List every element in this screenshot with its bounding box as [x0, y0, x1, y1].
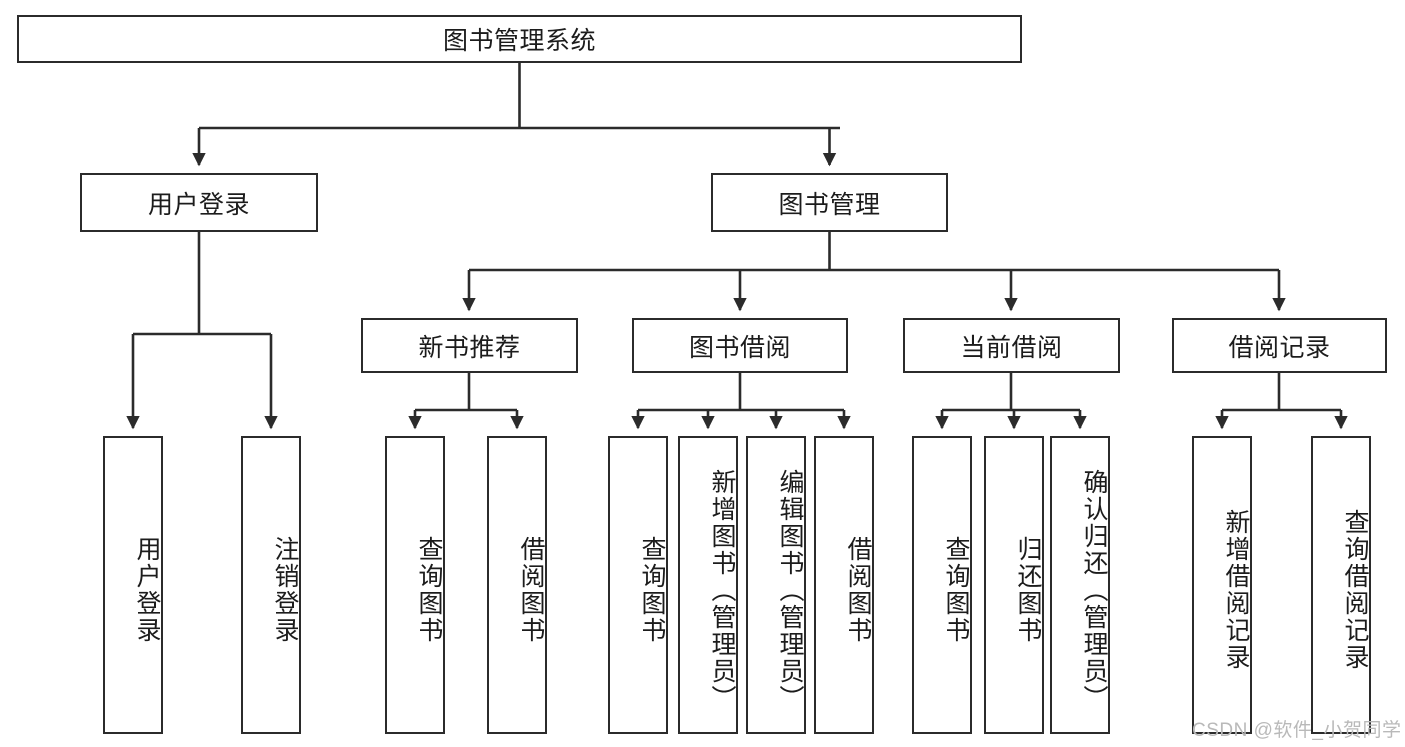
- node-root-label: 图书管理系统: [442, 27, 596, 55]
- node-leaf-query-book-cur[interactable]: 查询图书: [912, 436, 972, 734]
- node-leaf-query-book-borrow-label: 查询图书: [638, 536, 666, 644]
- node-user-login[interactable]: 用户登录: [80, 173, 318, 232]
- node-book-borrow-label: 图书借阅: [688, 333, 791, 362]
- node-leaf-confirm-return-label: 确认归还（管理员）: [1080, 468, 1108, 712]
- node-leaf-add-record[interactable]: 新增借阅记录: [1192, 436, 1252, 734]
- node-leaf-query-book-cur-label: 查询图书: [942, 536, 970, 644]
- node-book-manage-label: 图书管理: [778, 190, 881, 219]
- node-leaf-borrow-book-rec[interactable]: 借阅图书: [487, 436, 547, 734]
- node-book-manage[interactable]: 图书管理: [711, 173, 948, 232]
- node-book-borrow[interactable]: 图书借阅: [632, 318, 848, 373]
- node-leaf-logout-label: 注销登录: [271, 536, 299, 644]
- node-leaf-confirm-return[interactable]: 确认归还（管理员）: [1050, 436, 1110, 734]
- node-borrow-record[interactable]: 借阅记录: [1172, 318, 1387, 373]
- node-leaf-edit-book-label: 编辑图书（管理员）: [776, 468, 804, 712]
- node-borrow-record-label: 借阅记录: [1228, 333, 1331, 362]
- node-current-borrow[interactable]: 当前借阅: [903, 318, 1120, 373]
- node-leaf-query-book-rec-label: 查询图书: [415, 536, 443, 644]
- node-leaf-borrow-book[interactable]: 借阅图书: [814, 436, 874, 734]
- node-user-login-label: 用户登录: [147, 190, 250, 219]
- node-leaf-add-book[interactable]: 新增图书（管理员）: [678, 436, 738, 734]
- node-leaf-edit-book[interactable]: 编辑图书（管理员）: [746, 436, 806, 734]
- node-leaf-add-book-label: 新增图书（管理员）: [708, 468, 736, 712]
- node-leaf-query-record-label: 查询借阅记录: [1341, 509, 1369, 671]
- node-leaf-user-login[interactable]: 用户登录: [103, 436, 163, 734]
- node-leaf-borrow-book-rec-label: 借阅图书: [517, 536, 545, 644]
- node-root[interactable]: 图书管理系统: [17, 15, 1022, 63]
- node-new-book-rec[interactable]: 新书推荐: [361, 318, 578, 373]
- watermark: CSDN @软件_小贺同学: [1192, 720, 1402, 741]
- node-leaf-return-book[interactable]: 归还图书: [984, 436, 1044, 734]
- node-leaf-logout[interactable]: 注销登录: [241, 436, 301, 734]
- node-current-borrow-label: 当前借阅: [960, 333, 1063, 362]
- node-leaf-query-book-borrow[interactable]: 查询图书: [608, 436, 668, 734]
- node-leaf-user-login-label: 用户登录: [133, 536, 161, 644]
- node-new-book-rec-label: 新书推荐: [418, 333, 521, 362]
- node-leaf-add-record-label: 新增借阅记录: [1222, 509, 1250, 671]
- node-leaf-borrow-book-label: 借阅图书: [844, 536, 872, 644]
- node-leaf-return-book-label: 归还图书: [1014, 536, 1042, 644]
- node-leaf-query-record[interactable]: 查询借阅记录: [1311, 436, 1371, 734]
- node-leaf-query-book-rec[interactable]: 查询图书: [385, 436, 445, 734]
